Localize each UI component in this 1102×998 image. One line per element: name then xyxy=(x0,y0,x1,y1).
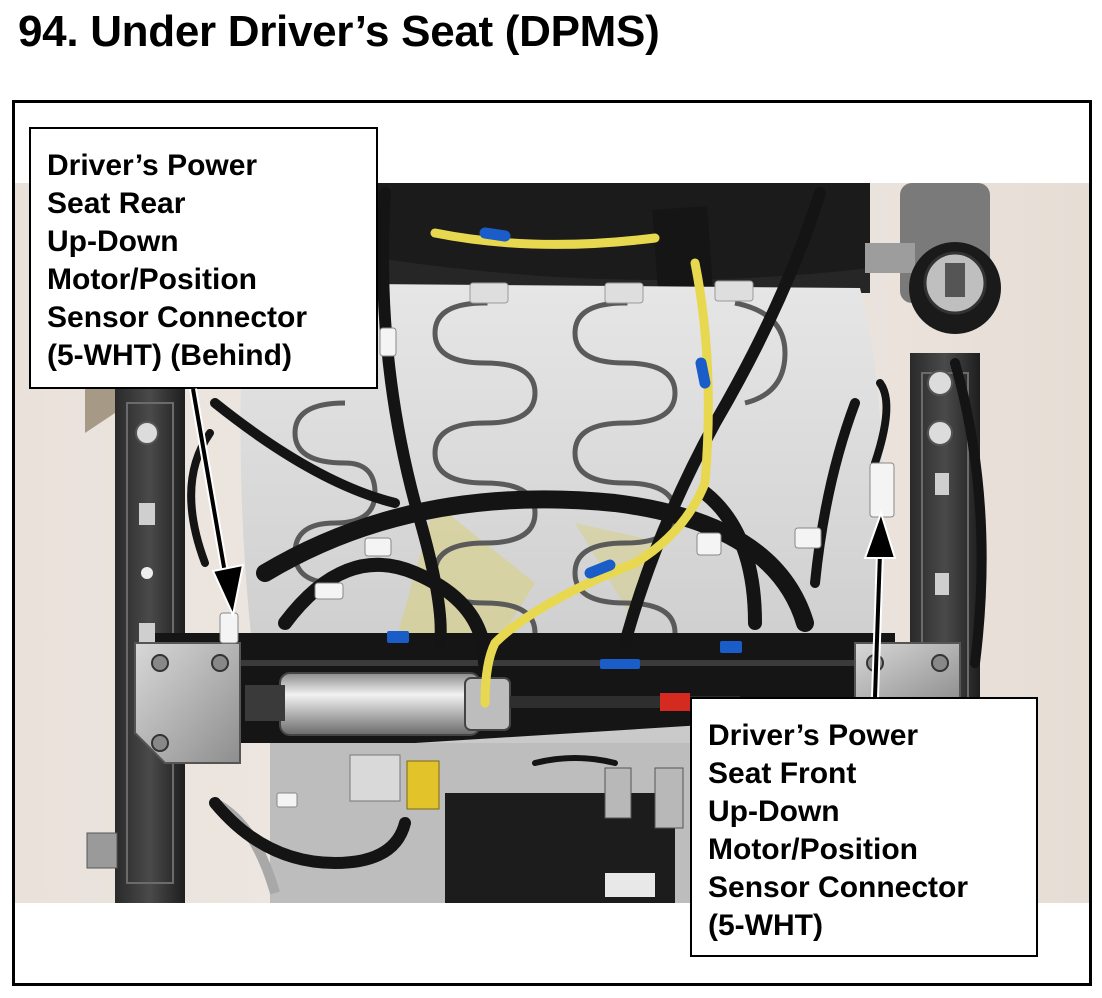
red-tab xyxy=(660,693,690,711)
seat-underside-photo xyxy=(15,183,1089,983)
yellow-harness xyxy=(430,227,713,708)
yellow-connector xyxy=(406,760,440,810)
callout-front-line: Motor/Position xyxy=(708,833,918,866)
callout-front-line: Seat Front xyxy=(708,757,857,790)
right-mount-bracket xyxy=(854,642,961,704)
callout-rear-line: (5-WHT) (Behind) xyxy=(47,339,292,372)
up-down-motor xyxy=(279,672,481,736)
wiring-harness xyxy=(187,187,987,870)
rear-position-connector xyxy=(219,612,239,644)
callout-rear-connector: Driver’s Power Seat Rear Up-Down Motor/P… xyxy=(29,127,378,389)
callout-front-line: Driver’s Power xyxy=(708,719,919,752)
figure-frame: Driver’s Power Seat Rear Up-Down Motor/P… xyxy=(12,100,1092,986)
callout-rear-line: Motor/Position xyxy=(47,263,257,296)
callout-rear-line: Sensor Connector xyxy=(47,301,308,334)
callout-rear-line: Up-Down xyxy=(47,225,179,258)
callout-front-line: (5-WHT) xyxy=(708,909,823,942)
callout-front-line: Sensor Connector xyxy=(708,871,969,904)
callout-rear-line: Seat Rear xyxy=(47,187,186,220)
page-title: 94. Under Driver’s Seat (DPMS) xyxy=(18,7,660,56)
callout-front-connector: Driver’s Power Seat Front Up-Down Motor/… xyxy=(690,697,1038,957)
callout-rear-line: Driver’s Power xyxy=(47,149,258,182)
felt-cover xyxy=(345,183,870,283)
callout-front-line: Up-Down xyxy=(708,795,840,828)
